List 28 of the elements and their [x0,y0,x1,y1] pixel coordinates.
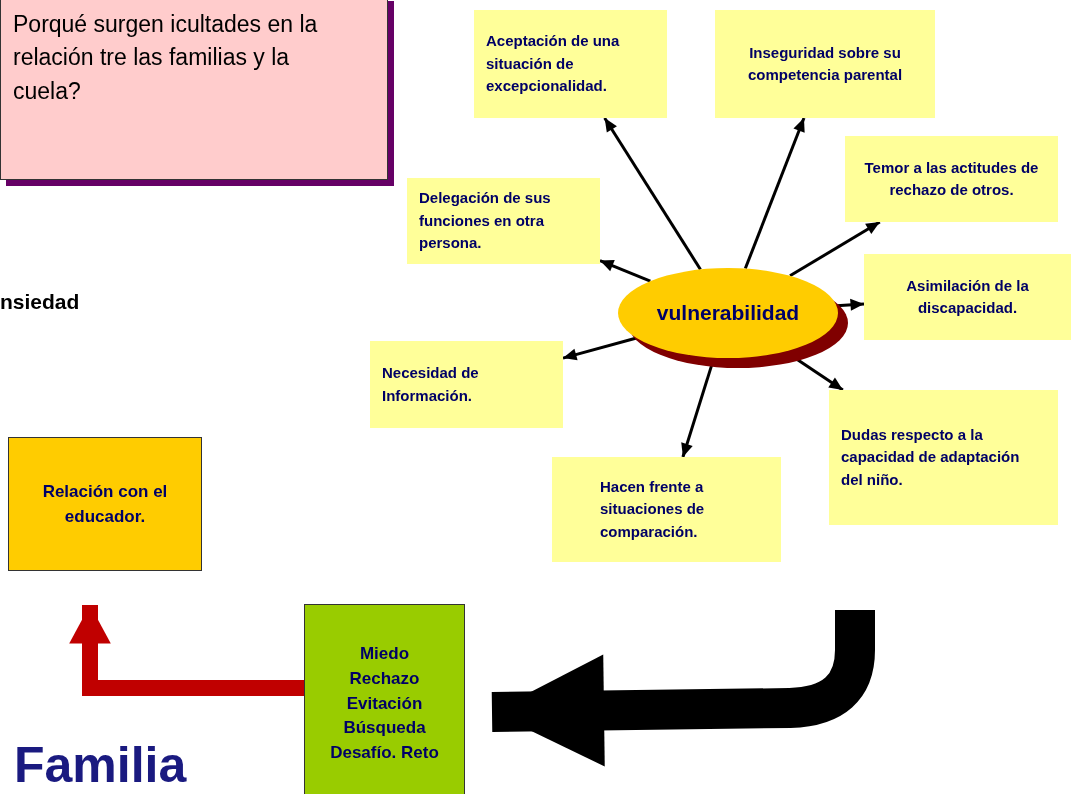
note-box [407,178,600,264]
node-text: Temor a las actitudes de rechazo de otros. [863,157,1040,200]
node-text: Inseguridad sobre su competencia parental [746,42,904,85]
label-text: nsiedad [0,290,80,314]
node-text: Miedo [358,643,411,666]
node-text: Relación con el educador. [41,480,169,528]
heading-text: Familia [14,736,187,794]
node-text: Necesidad de Información. [382,363,480,406]
node-text: Asimilación de la discapacidad. [905,275,1030,318]
note-box [552,457,781,562]
node-text: Rechazo [348,668,421,691]
note-box [474,10,667,118]
node-text: Dudas respecto a la capacidad de adaptación del niño. [841,424,1021,490]
node-text: Desafío. Reto [329,741,440,764]
note-box [715,10,935,118]
node-text: Aceptación de una situación de excepcionalidad. [486,31,621,97]
node-text: Porqué surgen icultades en la relación tre las familias y la cuela? [13,10,319,106]
relation-box [8,437,202,571]
note-box [370,341,563,428]
node-text: Delegación de sus funciones en otra persona. [419,188,552,254]
node-text: Búsqueda [342,717,427,740]
note-box [864,254,1071,340]
node-text: Evitación [345,692,424,715]
emotion-box [304,604,465,794]
note-box [829,390,1058,525]
node-text: Hacen frente a situaciones de comparación. [600,476,706,542]
node-text: vulnerabilidad [656,300,800,327]
note-box [845,136,1058,222]
